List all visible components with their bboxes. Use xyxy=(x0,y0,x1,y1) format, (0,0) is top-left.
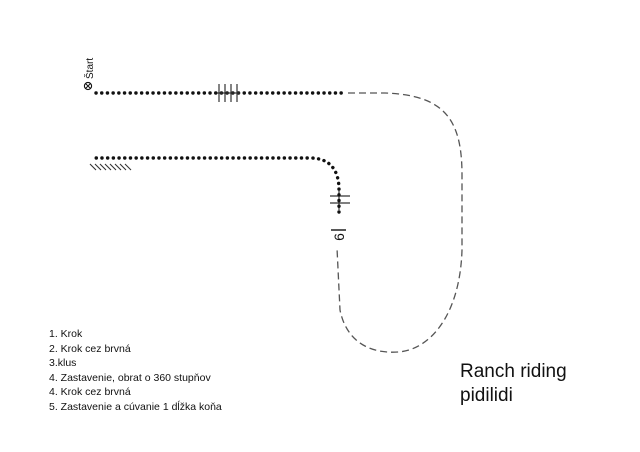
walk-path-return xyxy=(90,156,341,214)
start-label: Štart xyxy=(83,58,96,79)
start-marker-icon xyxy=(83,81,93,91)
legend-item: 3.klus xyxy=(49,357,77,370)
legend-item: 5. Zastavenie a cúvanie 1 dĺžka koňa xyxy=(49,400,222,413)
marker-six: 6 xyxy=(331,233,347,241)
legend: 1. Krok 2. Krok cez brvná 3.klus 4. Zast… xyxy=(49,327,222,415)
title-line: Ranch riding xyxy=(460,361,567,382)
legend-item: 2. Krok cez brvná xyxy=(49,342,131,355)
diagram-title: Ranch riding pidilidi xyxy=(460,360,567,408)
legend-item: 1. Krok xyxy=(49,328,83,340)
legend-item: 4. Krok cez brvná xyxy=(49,386,131,399)
trot-path-loop xyxy=(336,92,463,353)
legend-item: 4. Zastavenie, obrat o 360 stupňov xyxy=(49,371,211,384)
backup-hatch-icon xyxy=(89,163,132,171)
poles-top-icon xyxy=(217,84,240,102)
title-line: pidilidi xyxy=(460,385,513,406)
